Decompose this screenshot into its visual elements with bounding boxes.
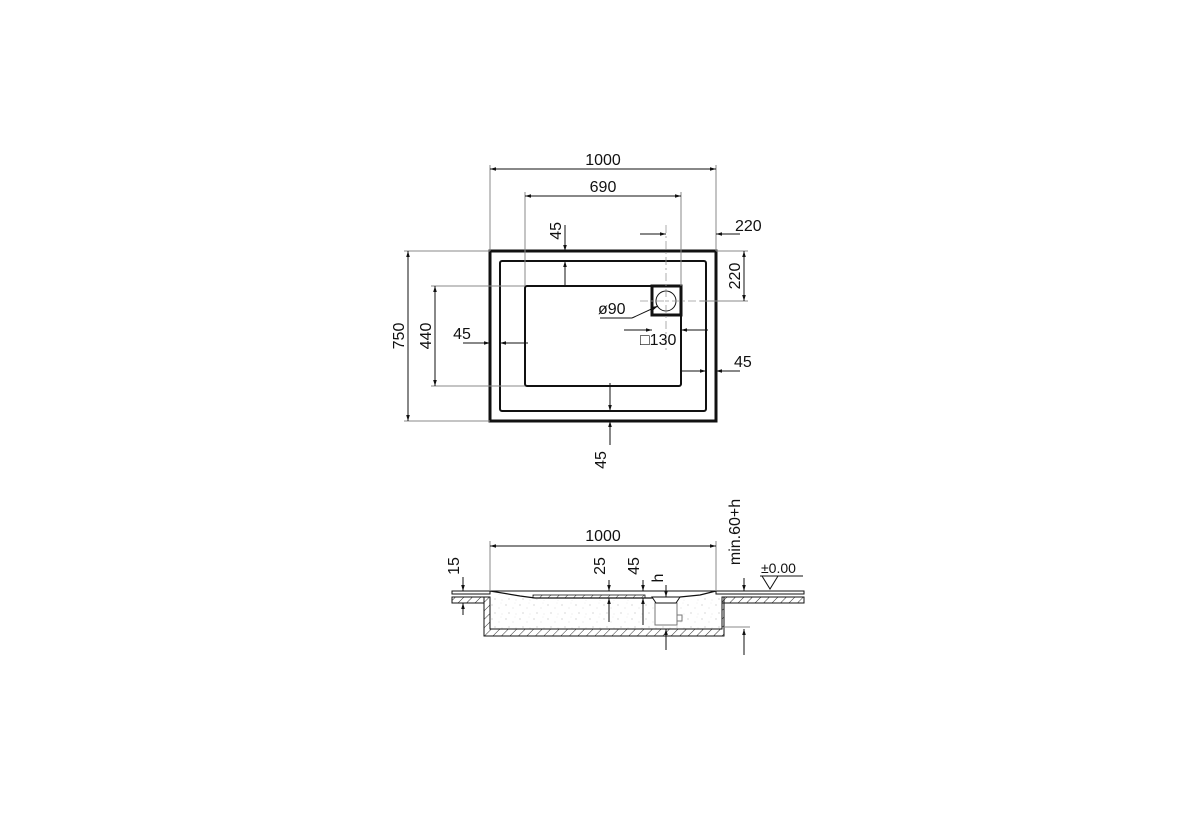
dim-drain-square: □130 <box>640 332 676 349</box>
dim-top-margin: 45 <box>548 222 565 240</box>
dim-drain-diameter: ø90 <box>598 301 626 318</box>
drain-square <box>650 284 683 317</box>
mortar-bed <box>490 594 722 629</box>
dim-drain-offset-x: 220 <box>735 218 762 235</box>
tray-basin <box>524 285 682 387</box>
dim-bottom-margin: 45 <box>593 451 610 469</box>
tray-outer-outline <box>488 249 718 423</box>
dim-overall-depth: 750 <box>391 323 408 350</box>
dim-inner-width: 690 <box>590 179 617 196</box>
dim-drain-offset-y: 220 <box>727 263 744 290</box>
dim-depth-25: 25 <box>592 557 609 575</box>
dim-rim-thickness: 15 <box>446 557 463 575</box>
top-view: 1000 690 45 220 220 750 440 45 <box>391 152 762 469</box>
tray-section <box>489 590 717 599</box>
dim-depth-45: 45 <box>626 557 643 575</box>
dim-min-recess: min.60+h <box>727 499 744 565</box>
tray-inner-rim <box>499 260 707 412</box>
level-marker-icon <box>761 575 779 590</box>
section-view: 1000 15 25 45 h min.60+h ±0.00 <box>446 499 805 655</box>
dim-drain-height: h <box>650 574 667 583</box>
floor-level-label: ±0.00 <box>761 560 796 576</box>
dim-right-margin: 45 <box>734 354 752 371</box>
dim-section-width: 1000 <box>585 528 621 545</box>
drain-body <box>654 602 678 626</box>
dim-left-margin: 45 <box>453 326 471 343</box>
dim-overall-width: 1000 <box>585 152 621 169</box>
dim-inner-depth: 440 <box>418 323 435 350</box>
